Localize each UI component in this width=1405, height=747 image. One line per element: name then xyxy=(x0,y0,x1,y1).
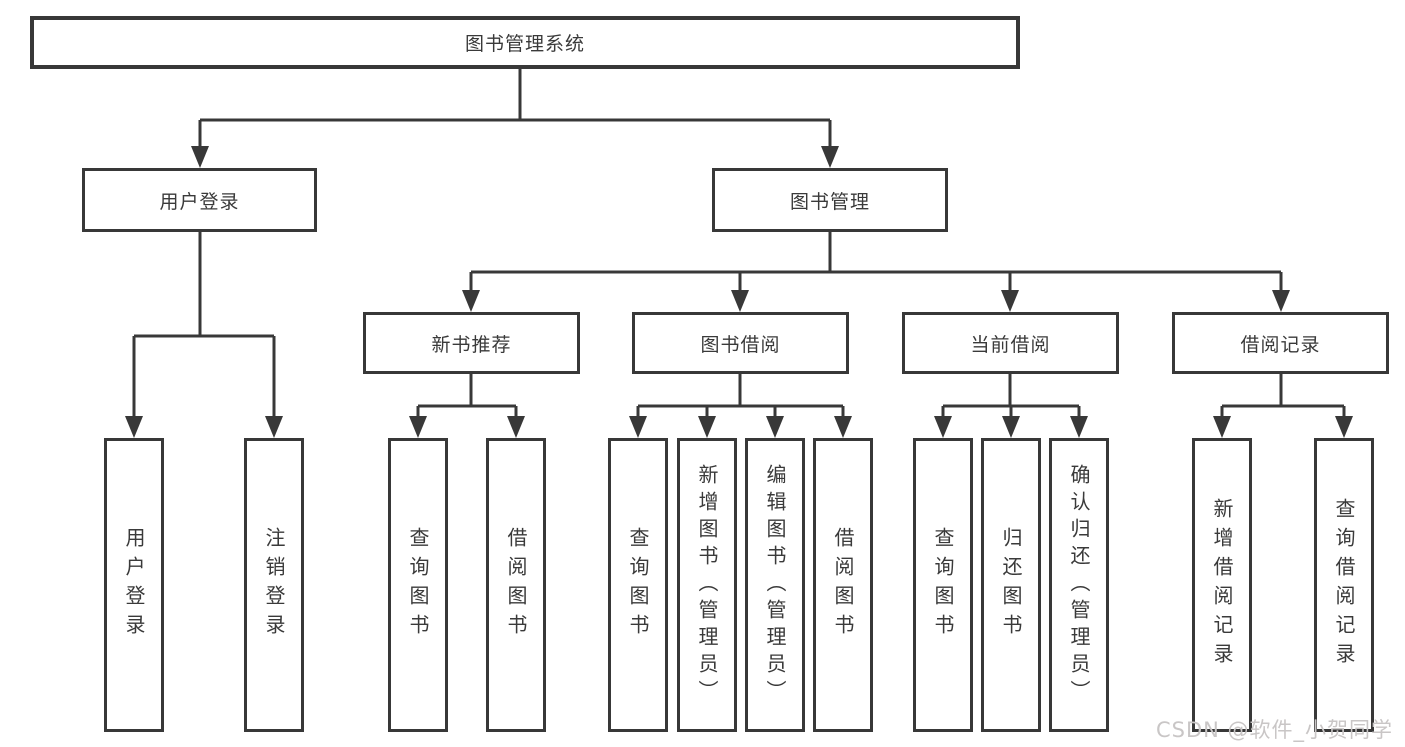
connector-cur-borrow-to-leaves xyxy=(941,374,1081,420)
leaf-logout: 注销登录 xyxy=(244,438,304,732)
connector-book-mgmt-to-level3 xyxy=(469,232,1283,294)
node-root-library-management-system: 图书管理系统 xyxy=(30,16,1020,69)
node-new-book-recommendation: 新书推荐 xyxy=(363,312,580,374)
leaf-borrowing-add-book-admin: 新增图书（管理员） xyxy=(677,438,737,732)
connector-book-borrow-to-leaves xyxy=(636,374,845,420)
leaf-current-return-books: 归还图书 xyxy=(981,438,1041,732)
arrowheads xyxy=(125,146,1353,438)
leaf-borrowing-query-books: 查询图书 xyxy=(608,438,668,732)
leaf-current-query-books: 查询图书 xyxy=(913,438,973,732)
connector-root-to-level2 xyxy=(198,68,832,150)
leaf-borrowing-borrow-books: 借阅图书 xyxy=(813,438,873,732)
csdn-watermark: CSDN @软件_小贺同学 xyxy=(1156,718,1394,742)
connector-new-book-to-leaves xyxy=(416,374,518,420)
leaf-recommend-query-books: 查询图书 xyxy=(388,438,448,732)
connector-borrow-rec-to-leaves xyxy=(1220,374,1346,420)
leaf-current-confirm-return-admin: 确认归还（管理员） xyxy=(1049,438,1109,732)
leaf-borrowing-edit-book-admin: 编辑图书（管理员） xyxy=(745,438,805,732)
node-current-borrowing: 当前借阅 xyxy=(902,312,1119,374)
leaf-recommend-borrow-books: 借阅图书 xyxy=(486,438,546,732)
leaf-records-add-borrow-record: 新增借阅记录 xyxy=(1192,438,1252,732)
leaf-records-query-borrow-record: 查询借阅记录 xyxy=(1314,438,1374,732)
node-borrowing-records: 借阅记录 xyxy=(1172,312,1389,374)
node-book-management: 图书管理 xyxy=(712,168,948,232)
node-book-borrowing: 图书借阅 xyxy=(632,312,849,374)
node-user-login: 用户登录 xyxy=(82,168,317,232)
connector-user-login-to-leaves xyxy=(132,232,276,420)
leaf-user-login: 用户登录 xyxy=(104,438,164,732)
